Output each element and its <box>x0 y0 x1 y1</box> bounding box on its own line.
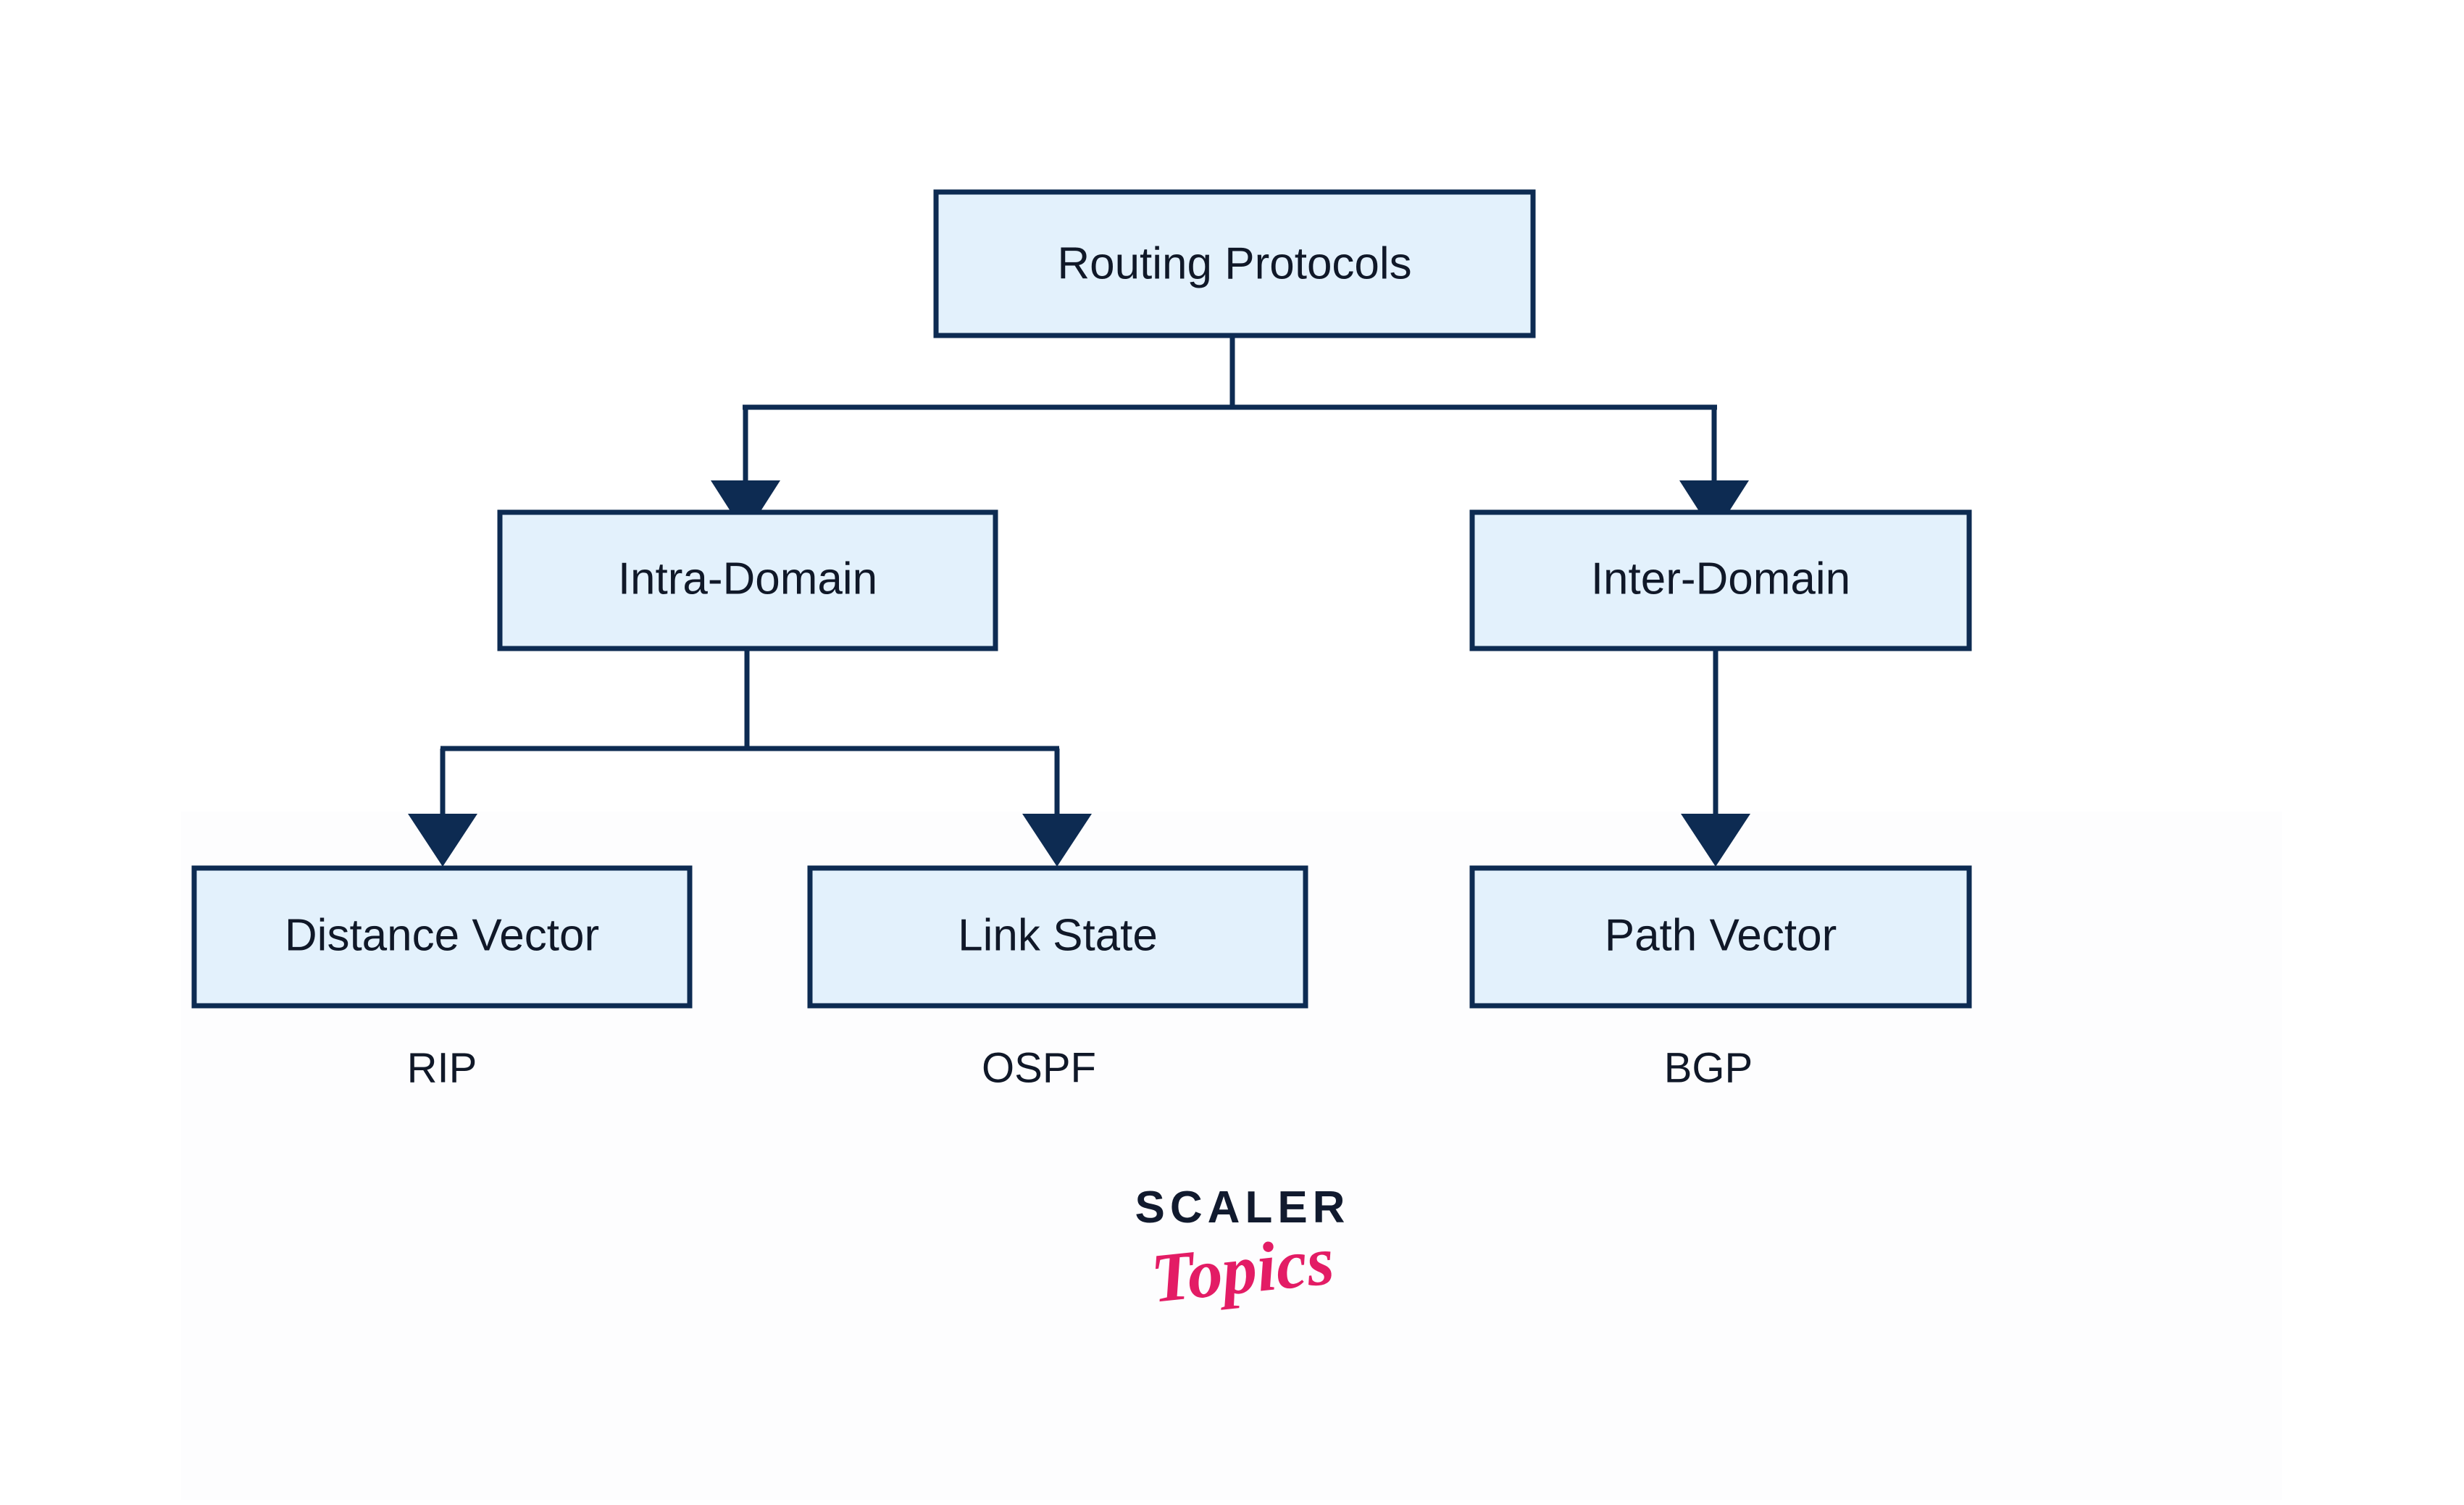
edge-inter-to-path-vector <box>1681 649 1750 867</box>
logo-scaler-wordmark: SCALER <box>1135 1183 1350 1233</box>
node-distance-vector[interactable]: Distance Vector <box>191 865 693 1009</box>
node-path-vector-label: Path Vector <box>1605 910 1837 960</box>
node-inter-domain-label: Inter-Domain <box>1591 554 1850 604</box>
node-intra-domain-label: Intra-Domain <box>618 554 877 604</box>
node-link-state-box[interactable] <box>807 865 1308 1009</box>
logo-topics-wordmark: Topics <box>1147 1221 1338 1317</box>
node-inter-domain[interactable]: Inter-Domain <box>1469 509 1972 651</box>
node-intra-domain-box[interactable] <box>497 509 998 651</box>
caption-bgp: BGP <box>1664 1044 1753 1091</box>
node-intra-domain[interactable]: Intra-Domain <box>497 509 998 651</box>
scaler-topics-logo: SCALER Topics <box>1108 1185 1377 1367</box>
arrow-head-link-state <box>1022 814 1092 867</box>
node-distance-vector-box[interactable] <box>191 865 693 1009</box>
node-inter-domain-box[interactable] <box>1469 509 1972 651</box>
edge-intra-to-level3 <box>408 649 1092 867</box>
caption-ospf: OSPF <box>982 1044 1096 1091</box>
caption-rip: RIP <box>407 1044 477 1091</box>
node-distance-vector-label: Distance Vector <box>285 910 599 960</box>
edge-root-to-level2 <box>711 335 1749 535</box>
node-link-state-label: Link State <box>958 910 1158 960</box>
arrow-head-path-vector <box>1681 814 1750 867</box>
node-routing-protocols-box[interactable] <box>933 189 1536 338</box>
node-path-vector-box[interactable] <box>1469 865 1972 1009</box>
node-routing-protocols-label: Routing Protocols <box>1057 238 1411 288</box>
node-link-state[interactable]: Link State <box>807 865 1308 1009</box>
arrow-head-intra-domain <box>711 480 780 535</box>
node-path-vector[interactable]: Path Vector <box>1469 865 1972 1009</box>
node-routing-protocols[interactable]: Routing Protocols <box>933 189 1536 338</box>
arrow-head-inter-domain <box>1679 480 1749 535</box>
arrow-head-distance-vector <box>408 814 477 867</box>
